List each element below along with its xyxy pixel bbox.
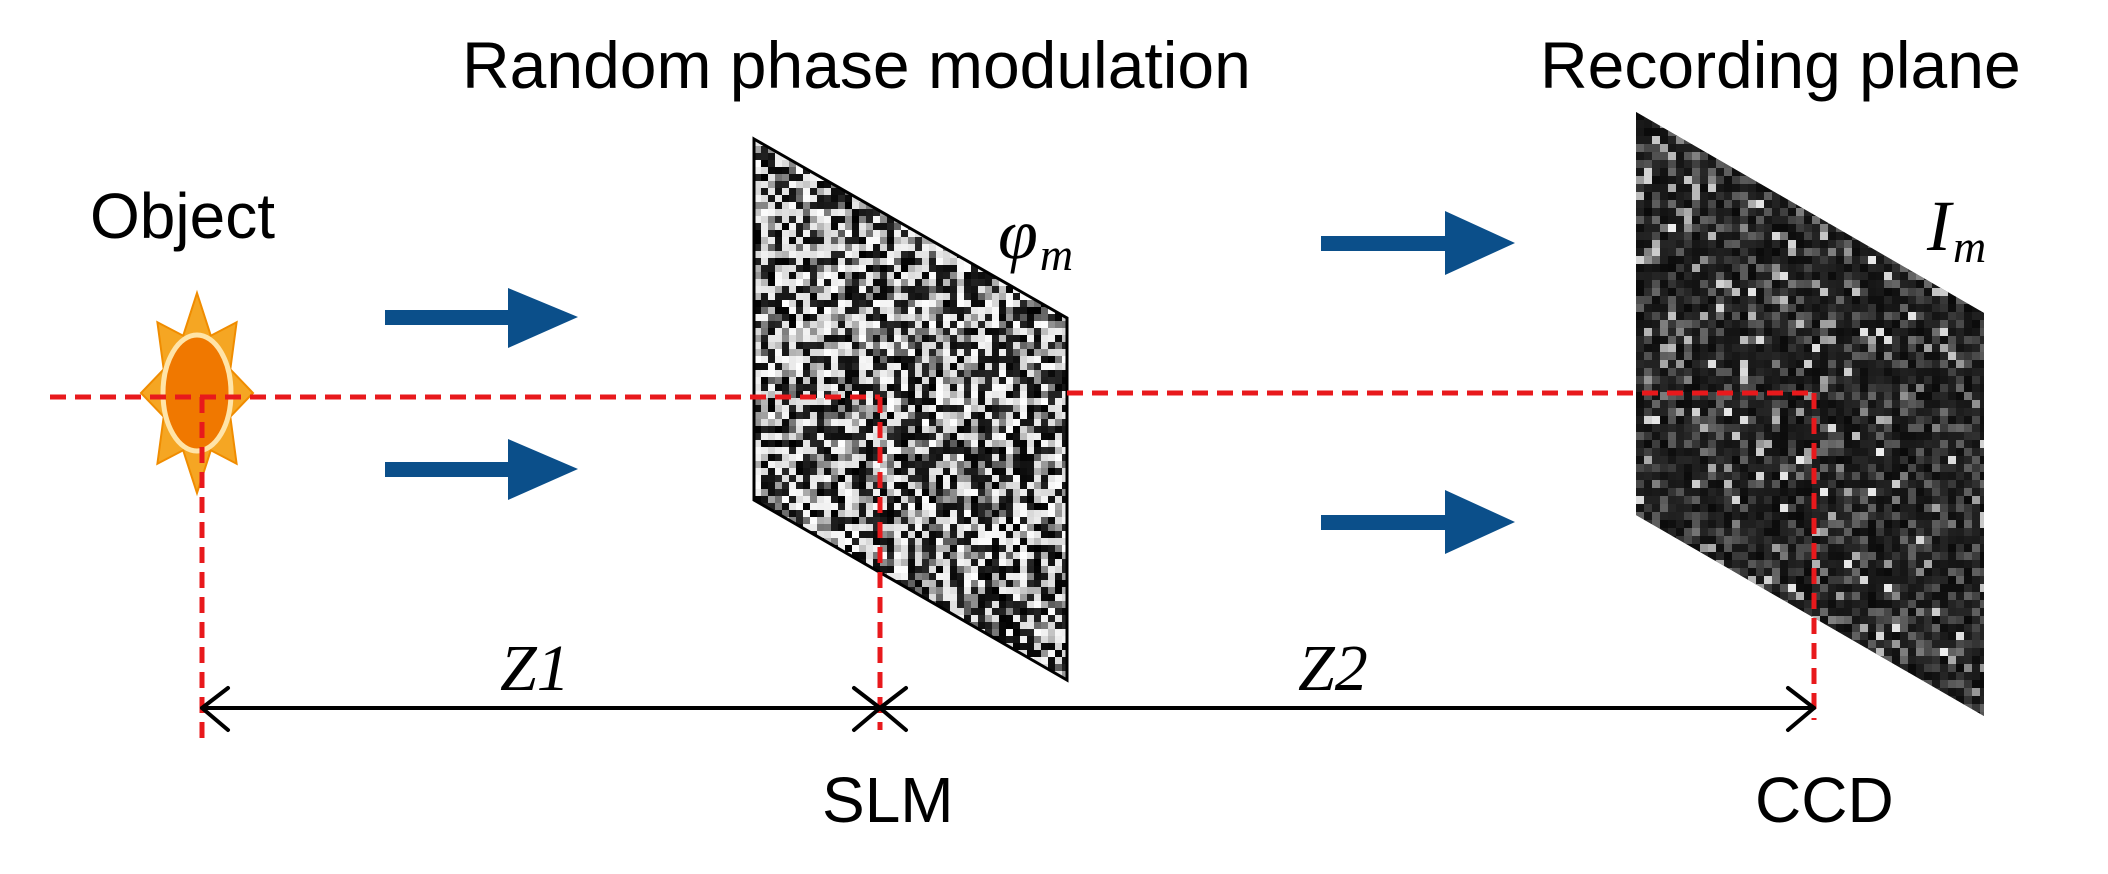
ccd-label: CCD	[1755, 764, 1894, 836]
object-label: Object	[90, 180, 275, 252]
distance-markers	[200, 686, 1816, 732]
arrowhead-left-icon	[200, 686, 230, 732]
light-source-sun-icon	[139, 289, 255, 497]
slm-panel-border	[752, 136, 1069, 683]
phi-m-symbol: φm	[998, 194, 1073, 280]
arrow-right-icon	[1321, 211, 1515, 275]
z2-label: Z2	[1298, 632, 1368, 705]
z1-label: Z1	[500, 632, 570, 705]
arrow-right-icon	[1321, 490, 1515, 554]
arrowhead-left-icon	[878, 686, 908, 732]
recording-title: Recording plane	[1540, 28, 2021, 102]
arrow-right-icon	[385, 439, 578, 500]
arrowhead-right-icon	[1786, 686, 1816, 732]
slm-label: SLM	[822, 764, 954, 836]
arrow-right-icon	[385, 288, 578, 348]
sun-core	[160, 332, 234, 454]
i-m-symbol: Im	[1926, 186, 1986, 272]
beam-path	[50, 390, 1817, 740]
propagation-arrows	[385, 211, 1515, 554]
modulation-title: Random phase modulation	[462, 28, 1251, 102]
